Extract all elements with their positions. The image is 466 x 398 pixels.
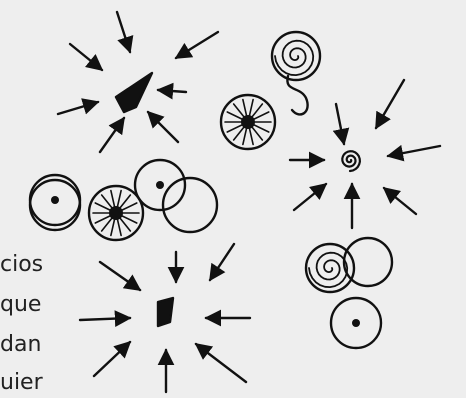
inward-arrow-icon [117, 12, 130, 52]
inward-arrow-icon [176, 32, 218, 58]
splatter-icon [117, 191, 121, 208]
inward-arrow-icon [70, 44, 102, 70]
dotted-circle-icon [156, 181, 164, 189]
inward-arrow-icon [210, 244, 234, 280]
inward-arrow-icon [100, 118, 124, 152]
star-shape-icon [158, 298, 173, 326]
text-fragment-2: que [0, 292, 41, 318]
splatter-icon [249, 100, 253, 117]
text-fragment-4: uier [0, 370, 43, 396]
spiral-shape-icon [342, 151, 360, 171]
inward-arrow-icon [100, 262, 140, 290]
empty-circle-icon [30, 180, 80, 230]
splatter-icon [111, 219, 115, 236]
dotted-circle-icon [51, 196, 59, 204]
inward-arrow-icon [384, 188, 416, 214]
text-fragment-3: dan [0, 332, 41, 358]
splatter-icon [117, 219, 121, 236]
inward-arrow-icon [376, 80, 404, 128]
inward-arrow-icon [388, 146, 440, 156]
inward-arrow-icon [148, 112, 178, 142]
coiled-shell-icon [275, 41, 313, 75]
inward-arrow-icon [196, 344, 246, 382]
splatter-icon [111, 191, 115, 208]
inward-arrow-icon [80, 318, 130, 320]
splatter-icon [109, 206, 123, 220]
star-shape-icon [116, 73, 152, 112]
inward-arrow-icon [158, 90, 186, 92]
splatter-icon [243, 100, 247, 117]
text-fragment-1: cios [0, 252, 43, 278]
splatter-icon [241, 115, 255, 129]
coiled-shell-icon [287, 76, 307, 114]
inward-arrow-icon [94, 342, 130, 376]
inward-arrow-icon [336, 104, 344, 144]
empty-circle-icon [163, 178, 217, 232]
splatter-icon [249, 128, 253, 145]
splatter-icon [243, 128, 247, 145]
inward-arrow-icon [58, 102, 98, 114]
coiled-shell-icon [309, 253, 347, 287]
dotted-circle-icon [352, 319, 360, 327]
inward-arrow-icon [294, 184, 326, 210]
